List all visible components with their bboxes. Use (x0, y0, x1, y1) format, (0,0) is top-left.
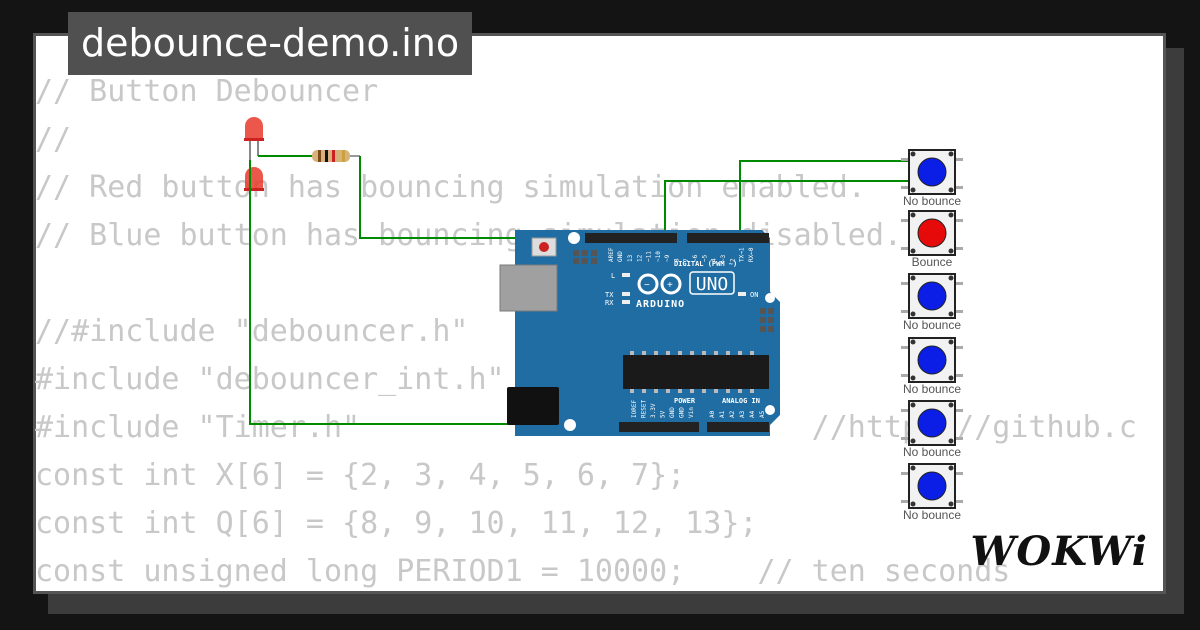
pin-label: ~3 (720, 254, 727, 262)
pin-label: GND (679, 407, 686, 418)
code-line: #include "Timer.h" //https://github.c (35, 410, 1137, 445)
on-label: ON (750, 291, 758, 299)
rx-label: RX (605, 299, 614, 307)
button-label: Bounce (912, 255, 953, 269)
pin-label: IOREF (631, 400, 638, 418)
pin-label: RESET (641, 400, 648, 418)
code-line: // Button Debouncer (35, 74, 379, 109)
wokwi-logo: WOKWi (970, 528, 1148, 575)
button-label: No bounce (903, 194, 961, 208)
pin-label: ~10 (655, 251, 662, 262)
pin-label: Vin (688, 407, 695, 418)
pin-label: 12 (636, 254, 643, 262)
pin-label: A1 (719, 410, 726, 418)
pin-label: A4 (749, 410, 756, 418)
pin-label: ~5 (701, 254, 708, 262)
code-line: //#include "debouncer.h" (35, 314, 469, 349)
pin-label: ~9 (664, 254, 671, 262)
led-2[interactable] (244, 167, 264, 196)
pin-label: ~6 (692, 254, 699, 262)
code-line: #include "debouncer_int.h" (35, 362, 505, 397)
code-line: const int X[6] = {2, 3, 4, 5, 6, 7}; (35, 458, 686, 493)
button-label: No bounce (903, 318, 961, 332)
aref-label: AREF (608, 247, 615, 262)
digital-label: DIGITAL (PWM ~) (674, 260, 737, 268)
tx-label: TX (605, 291, 614, 299)
gnd-label: GND (617, 251, 624, 262)
pin-label: 4 (711, 258, 718, 262)
pin-label: A0 (709, 410, 716, 418)
button-label: No bounce (903, 382, 961, 396)
code-line: // (35, 122, 72, 157)
project-title: debounce-demo.ino (68, 12, 473, 75)
pin-label: 7 (683, 258, 690, 262)
pin-label: A3 (739, 410, 746, 418)
board-brand: ARDUINO (636, 299, 685, 310)
pin-label: A2 (729, 410, 736, 418)
pin-label: A5 (759, 410, 766, 418)
pin-label: 5V (660, 410, 667, 418)
code-line: // Red button has bouncing simulation en… (35, 170, 866, 205)
pin-label: ~11 (646, 251, 653, 262)
push-button-5[interactable]: No bounce (901, 400, 963, 459)
arduino-uno-board[interactable]: − + UNO ARDUINO DIGITAL (PWM ~) ANALOG I… (499, 230, 780, 436)
code-line: const unsigned long PERIOD1 = 10000; // … (35, 554, 1011, 589)
push-button-6[interactable]: No bounce (901, 463, 963, 522)
power-label: POWER (674, 397, 696, 405)
pin-label: 8 (674, 258, 681, 262)
pin-label: GND (669, 407, 676, 418)
pin-label: 3.3V (650, 403, 657, 418)
pin-label: TX→1 (739, 247, 746, 262)
svg-text:+: + (667, 280, 673, 291)
code-background: // Button Debouncer // // Red button has b… (35, 68, 1137, 596)
push-button-4[interactable]: No bounce (901, 337, 963, 396)
l-label: L (611, 272, 615, 280)
pin-label: RX←0 (748, 247, 755, 262)
pin-label: 13 (627, 254, 634, 262)
push-button-1[interactable]: No bounce (901, 149, 963, 208)
code-line: const int Q[6] = {8, 9, 10, 11, 12, 13}; (35, 506, 758, 541)
analog-label: ANALOG IN (722, 397, 760, 405)
push-button-3[interactable]: No bounce (901, 273, 963, 332)
button-label: No bounce (903, 508, 961, 522)
board-model: UNO (696, 274, 729, 295)
svg-text:−: − (644, 280, 650, 291)
arduino-infinity-logo (637, 273, 682, 295)
button-label: No bounce (903, 445, 961, 459)
push-button-2[interactable]: Bounce (901, 210, 963, 269)
led-1[interactable] (244, 117, 264, 160)
pin-label: 2 (729, 258, 736, 262)
